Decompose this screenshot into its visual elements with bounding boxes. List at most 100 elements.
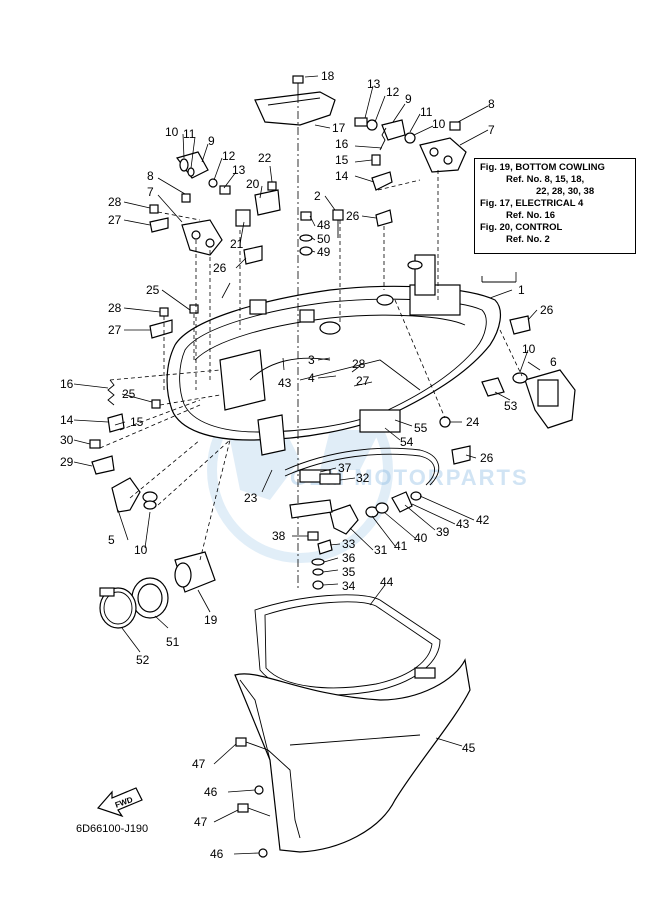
ref-line: Ref. No. 2: [506, 234, 550, 245]
callout: 26: [480, 451, 494, 465]
callout: 25: [146, 283, 160, 297]
callout: 7: [147, 185, 154, 199]
callout: 27: [108, 213, 122, 227]
callout: 2: [314, 189, 321, 203]
callout: 49: [317, 245, 331, 259]
bracket-right: [354, 117, 467, 191]
callout: 11: [420, 105, 433, 119]
callout: 5: [108, 533, 115, 547]
callout: 30: [60, 433, 74, 447]
callout: 43: [456, 517, 470, 531]
callout: 31: [374, 543, 388, 557]
leader-lines: [73, 75, 541, 855]
seal-51: [131, 577, 169, 619]
callout: 6: [550, 355, 557, 369]
callout: 8: [147, 169, 154, 183]
callout: 18: [321, 69, 335, 83]
callout: 48: [317, 218, 331, 232]
callout: 27: [108, 323, 122, 337]
drawing-code: 6D66100-J190: [76, 823, 149, 835]
band-52: [99, 587, 137, 629]
callout: 23: [244, 491, 258, 505]
callout: 21: [230, 237, 244, 251]
callout: 42: [476, 513, 490, 527]
ref-line: Fig. 17, ELECTRICAL 4: [480, 198, 584, 209]
callout: 14: [60, 413, 74, 427]
callout: 15: [335, 153, 349, 167]
callout: 10: [165, 125, 179, 139]
callout: 16: [335, 137, 349, 151]
ref-line: Fig. 20, CONTROL: [480, 222, 563, 233]
bolts-46-47: [235, 737, 301, 858]
callout: 28: [108, 301, 122, 315]
callout: 36: [342, 551, 356, 565]
bracket-left: [175, 151, 231, 256]
bottom-cowling: [166, 254, 502, 441]
callout: 14: [335, 169, 349, 183]
callout: 32: [356, 471, 370, 485]
callout: 24: [466, 415, 480, 429]
callout: 20: [246, 177, 260, 191]
ref-line: Ref. No. 16: [506, 210, 556, 221]
bolt-18: [292, 75, 304, 95]
callout: 46: [210, 847, 224, 861]
reference-box: Fig. 19, BOTTOM COWLING Ref. No. 8, 15, …: [474, 158, 636, 254]
callout: 46: [204, 785, 218, 799]
seal-44: [254, 594, 441, 696]
callout: 38: [272, 529, 286, 543]
ref-line: Ref. No. 8, 15, 18,: [506, 174, 585, 185]
bolts-48-50: [299, 209, 344, 256]
callout: 10: [134, 543, 148, 557]
callout: 44: [380, 575, 394, 589]
callout: 8: [488, 97, 495, 111]
callout: 27: [356, 374, 370, 388]
callout: 7: [488, 123, 495, 137]
callout: 47: [192, 757, 206, 771]
callout: 34: [342, 579, 356, 593]
callout: 50: [317, 232, 331, 246]
callout: 12: [386, 85, 400, 99]
callout: 13: [232, 163, 246, 177]
callout: 37: [338, 461, 352, 475]
bracket-33-38: [289, 499, 333, 590]
label-53: [481, 377, 505, 397]
callout: 26: [213, 261, 227, 275]
callout: 28: [352, 357, 366, 371]
callout-labels: 1 2 3 4 5 6 7 7 8 8 9 9 10 10 10 10 11 1…: [60, 69, 557, 861]
callout: 11: [183, 127, 196, 141]
assembly-lines: [99, 170, 523, 561]
callout: 25: [122, 387, 136, 401]
callout: 29: [60, 455, 74, 469]
callout: 45: [462, 741, 476, 755]
callout: 26: [346, 209, 360, 223]
callout: 9: [405, 92, 412, 106]
callout: 47: [194, 815, 208, 829]
grommet-23: [257, 414, 286, 456]
callout: 55: [414, 421, 428, 435]
callout: 41: [394, 539, 408, 553]
switch-6: [512, 369, 576, 429]
callout: 9: [208, 134, 215, 148]
left-side-parts: [89, 204, 199, 475]
callout: 10: [432, 117, 446, 131]
callout: 52: [136, 653, 150, 667]
callout: 3: [308, 353, 315, 367]
callout: 35: [342, 565, 356, 579]
ref-line: 22, 28, 30, 38: [536, 186, 595, 197]
callout: 28: [108, 195, 122, 209]
ref-line: Fig. 19, BOTTOM COWLING: [480, 162, 605, 173]
callout: 26: [540, 303, 554, 317]
plug-5: [111, 477, 158, 513]
callout: 33: [342, 537, 356, 551]
callout: 54: [400, 435, 414, 449]
fwd-arrow-icon: FWD: [96, 787, 143, 818]
callout: 19: [204, 613, 218, 627]
callout: 22: [258, 151, 272, 165]
callout: 53: [504, 399, 518, 413]
harness-37: [284, 447, 440, 486]
callout: 43: [278, 376, 292, 390]
callout: 1: [518, 283, 525, 297]
lower-cover-45: [234, 658, 471, 853]
clip-26: [243, 209, 531, 465]
